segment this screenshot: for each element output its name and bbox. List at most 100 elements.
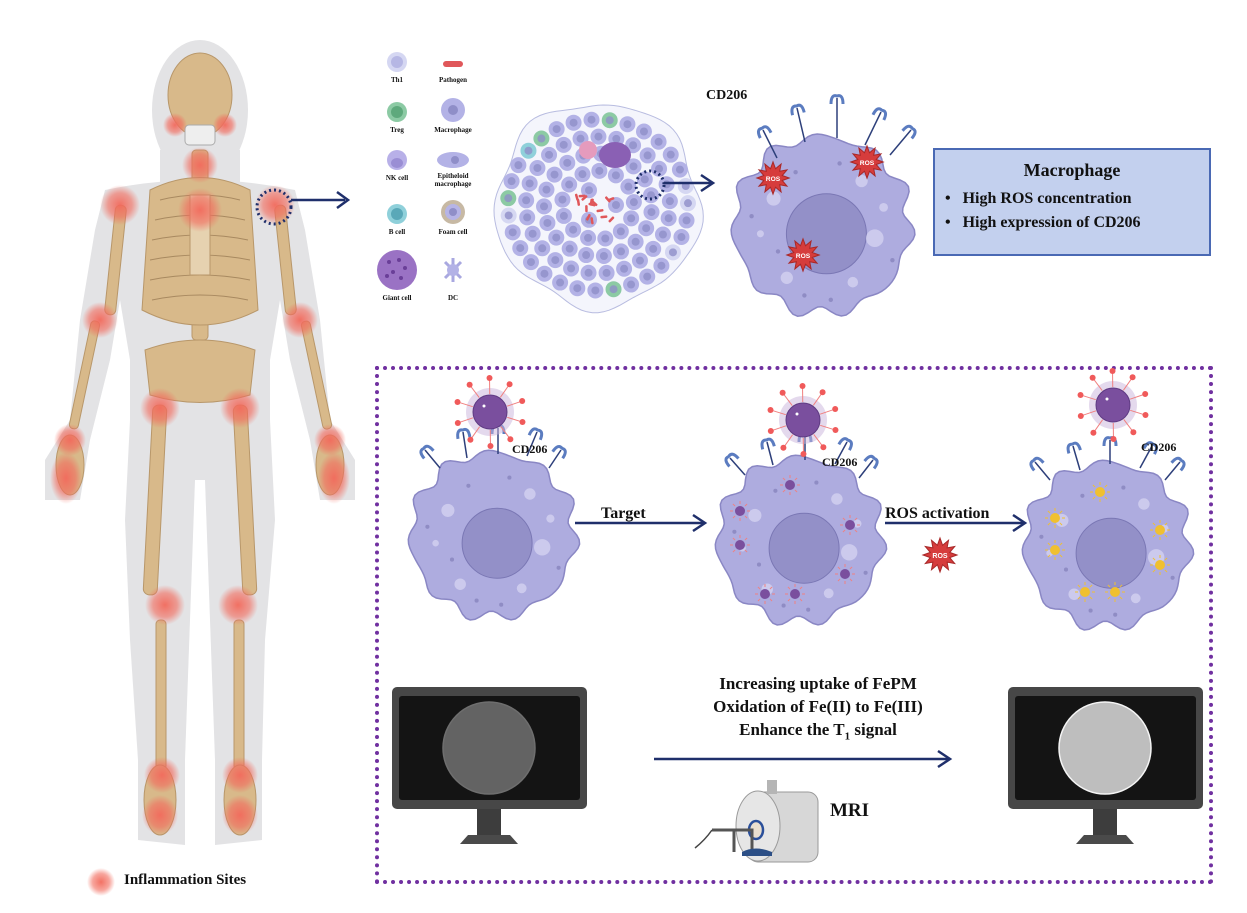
cell-nucleus [514, 161, 523, 170]
imaging-arrow [654, 749, 953, 769]
cell-nucleus [576, 134, 585, 143]
vesicle [823, 588, 834, 599]
legend-label-b-cell: B cell [388, 228, 406, 236]
particle-ray [1059, 542, 1063, 546]
granule [781, 603, 786, 608]
granuloma-cell [546, 166, 563, 183]
nanoparticle-core [785, 402, 821, 438]
ligand-head [1129, 374, 1136, 381]
cell-nucleus [526, 258, 535, 267]
particle-ray [799, 598, 803, 602]
particle-ray [1104, 484, 1108, 488]
cell-nucleus [612, 134, 621, 143]
granuloma-cell [518, 192, 535, 209]
granuloma-cell [660, 210, 677, 227]
cell-nucleus [591, 286, 600, 295]
macrophage-bullet-1-text: High ROS concentration [962, 190, 1132, 207]
fepm-nanoparticle-icon [1077, 368, 1149, 442]
cell-nucleus [559, 211, 568, 220]
cd206-receptor-icon [1164, 456, 1186, 481]
receptor-cup [1066, 441, 1082, 454]
cell-nucleus [552, 233, 561, 242]
particle-ray [837, 566, 841, 570]
process-cd206-label-3: CD206 [1141, 440, 1177, 454]
particle-ray [1059, 522, 1063, 526]
granule [806, 607, 811, 612]
cell-nucleus [629, 198, 638, 207]
vesicle [879, 203, 888, 212]
inflammation-legend-swatch [87, 868, 115, 896]
pathogen [596, 209, 604, 213]
legend-icon-treg [387, 102, 407, 122]
granuloma-cell [677, 177, 694, 194]
receptor-stalk [858, 459, 874, 479]
ligand-head [1130, 429, 1137, 436]
granuloma-cell [536, 265, 553, 282]
macrophage-bullet-1: • High ROS concentration [945, 190, 1132, 207]
macrophage-nucleus [461, 507, 533, 579]
cell-nucleus [605, 116, 614, 125]
mri-scanner-icon [694, 780, 819, 863]
granule [756, 562, 762, 567]
zoom-arrow-head [336, 190, 351, 210]
granuloma-cell [645, 240, 662, 257]
granuloma-cell [662, 146, 679, 163]
granuloma-cell [619, 116, 636, 133]
granuloma-cell [643, 187, 660, 204]
cell-nucleus [528, 229, 537, 238]
ligand-head [799, 383, 806, 390]
ligand-head [767, 406, 774, 413]
cell-nucleus [642, 224, 651, 233]
granuloma-cell [638, 220, 655, 237]
pathogen [604, 196, 611, 203]
receptor-stalk [766, 441, 774, 466]
cell-nucleus [655, 164, 664, 173]
internalized-particle-icon [785, 584, 805, 604]
cell-nucleus [675, 165, 684, 174]
scanner-top [767, 780, 777, 794]
cell-nucleus [573, 284, 582, 293]
cell-nucleus [647, 208, 656, 217]
granuloma-cell [563, 260, 580, 277]
particle-ray [744, 537, 748, 541]
cd206-receptor-icon [858, 454, 879, 479]
cell-nucleus [609, 285, 618, 294]
cell-nucleus [616, 227, 625, 236]
cell-nucleus [551, 256, 560, 265]
human-skeleton-illustration [45, 40, 355, 896]
cell-nucleus [629, 162, 638, 171]
granule [814, 480, 819, 485]
internalized-particle-icon [1105, 582, 1125, 602]
pathogen [585, 213, 591, 221]
cell-nucleus [585, 186, 593, 195]
pathogen [576, 198, 581, 206]
particle-core [735, 506, 745, 516]
ros-label: ROS [932, 553, 948, 560]
particle-ray [1164, 522, 1168, 526]
granule [466, 483, 471, 488]
giant-cell [599, 142, 631, 168]
ligand-head [487, 442, 494, 449]
cell-nucleus [611, 171, 620, 180]
particle-ray [1092, 484, 1096, 488]
inflammation-neck [182, 147, 218, 183]
vesicle [441, 503, 455, 517]
cell-nucleus [558, 195, 567, 204]
monitor-stand [477, 809, 501, 835]
particle-ray [732, 549, 736, 553]
granuloma-cell [512, 240, 529, 257]
granuloma-cell [554, 191, 571, 208]
cell-nucleus [582, 251, 591, 260]
particle-ray [1152, 557, 1156, 561]
inflammation-elbow-left [82, 302, 118, 338]
granuloma-cell [673, 229, 690, 246]
particle-ray [744, 503, 748, 507]
cell-nucleus [540, 202, 549, 211]
cell-nucleus [665, 197, 674, 206]
inflammation-shoulder-left [100, 185, 140, 225]
ligand-head [519, 419, 526, 426]
cell-nucleus [504, 211, 513, 220]
cell-nucleus [601, 234, 610, 243]
cd206-receptor-icon [864, 107, 888, 146]
